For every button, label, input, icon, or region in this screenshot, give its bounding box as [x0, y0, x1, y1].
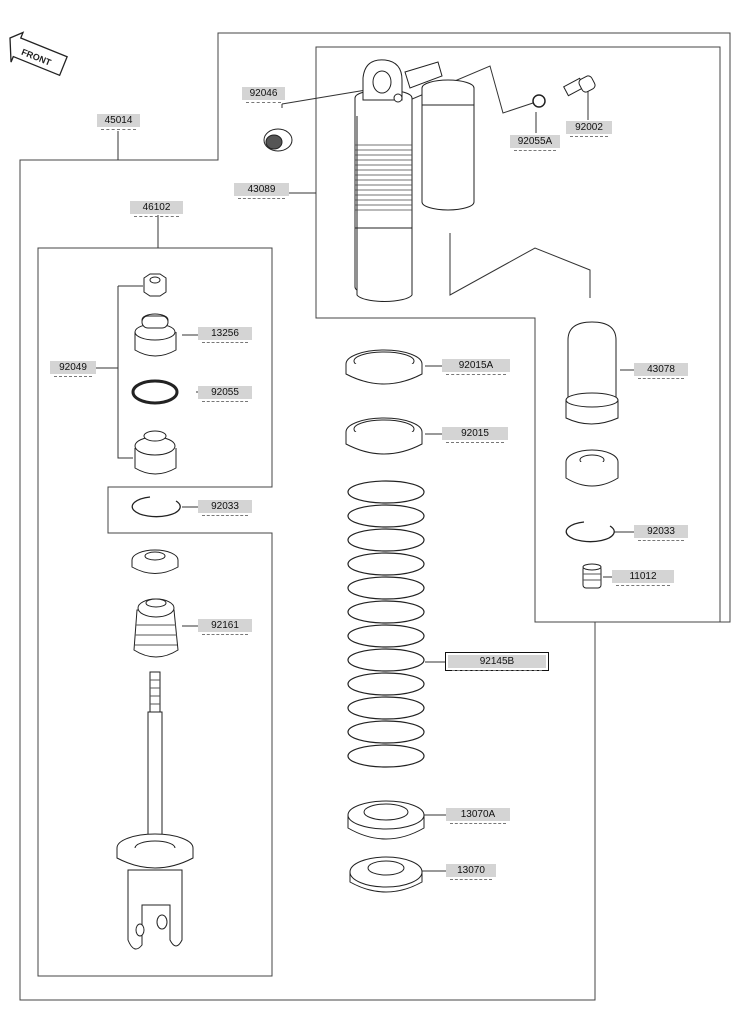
shock-body-drawing — [354, 59, 475, 302]
reservoir-parts-drawing — [565, 321, 619, 589]
part-label-92015[interactable]: 92015 — [442, 427, 508, 443]
part-label-13256[interactable]: 13256 — [198, 327, 252, 343]
bush-drawing — [263, 128, 293, 152]
part-label-92046[interactable]: 92046 — [242, 87, 285, 103]
bolt-drawing — [563, 75, 596, 97]
part-label-92015a[interactable]: 92015A — [442, 359, 510, 375]
part-label-45014[interactable]: 45014 — [97, 114, 140, 130]
part-label-43078[interactable]: 43078 — [634, 363, 688, 379]
o-ring-small-drawing — [532, 94, 546, 108]
part-label-43089[interactable]: 43089 — [234, 183, 289, 199]
part-label-92161[interactable]: 92161 — [198, 619, 252, 635]
front-arrow-icon: FRONT — [9, 31, 68, 77]
part-label-92145b[interactable]: 92145B — [445, 652, 549, 671]
part-label-11012[interactable]: 11012 — [612, 570, 674, 586]
part-label-92055[interactable]: 92055 — [198, 386, 252, 402]
part-label-92033-left[interactable]: 92033 — [198, 500, 252, 516]
part-label-13070[interactable]: 13070 — [446, 864, 496, 880]
part-label-92049[interactable]: 92049 — [50, 361, 96, 377]
part-label-92033-right[interactable]: 92033 — [634, 525, 688, 541]
piston-parts-drawing — [116, 273, 194, 950]
part-label-13070a[interactable]: 13070A — [446, 808, 510, 824]
part-label-92002[interactable]: 92002 — [566, 121, 612, 137]
spring-parts-drawing — [345, 349, 425, 893]
part-label-46102[interactable]: 46102 — [130, 201, 183, 217]
part-label-92055a[interactable]: 92055A — [510, 135, 560, 151]
